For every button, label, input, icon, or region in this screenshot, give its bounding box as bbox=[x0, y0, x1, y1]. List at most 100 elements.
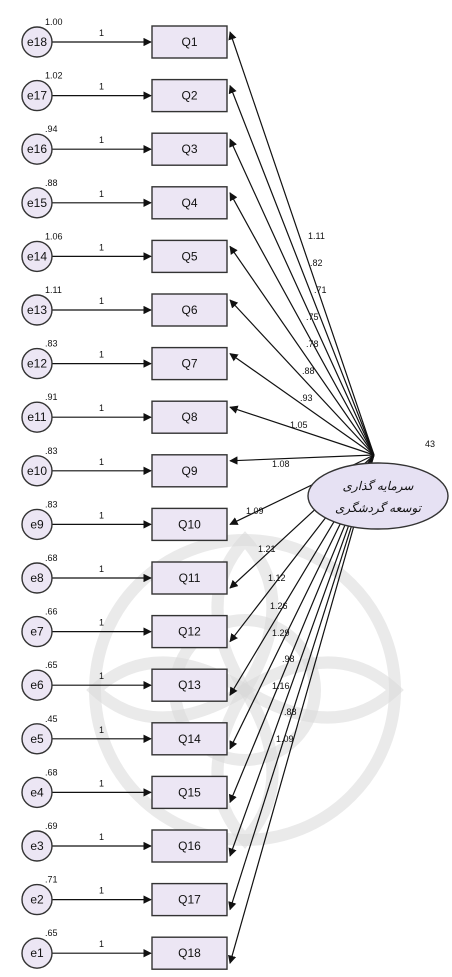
error-node-label: e15 bbox=[27, 196, 47, 210]
loading-label: 1.16 bbox=[272, 681, 290, 691]
loading-label: .98 bbox=[282, 654, 295, 664]
error-variance-label: .83 bbox=[45, 446, 58, 456]
item-label: Q4 bbox=[181, 196, 197, 210]
error-path-weight: 1 bbox=[99, 28, 104, 38]
error-variance-label: .68 bbox=[45, 553, 58, 563]
error-path-weight: 1 bbox=[99, 939, 104, 949]
latent-variance: 43 bbox=[425, 439, 435, 449]
error-node-label: e10 bbox=[27, 464, 47, 478]
item-label: Q12 bbox=[178, 625, 201, 639]
item-label: Q11 bbox=[179, 571, 201, 585]
error-variance-label: .45 bbox=[45, 714, 58, 724]
error-path-weight: 1 bbox=[99, 564, 104, 574]
latent-ellipse[interactable] bbox=[308, 463, 448, 529]
loading-path bbox=[230, 455, 374, 461]
error-node-label: e14 bbox=[27, 249, 47, 263]
error-path-weight: 1 bbox=[99, 82, 104, 92]
error-path-weight: 1 bbox=[99, 242, 104, 252]
loading-label: 1.09 bbox=[246, 506, 264, 516]
loading-label: .88 bbox=[302, 366, 315, 376]
error-path-weight: 1 bbox=[99, 135, 104, 145]
error-node-label: e5 bbox=[30, 732, 44, 746]
item-label: Q7 bbox=[181, 357, 197, 371]
loading-label: .93 bbox=[300, 393, 313, 403]
watermark-ornament bbox=[95, 540, 395, 840]
error-node-label: e16 bbox=[27, 142, 47, 156]
error-path-weight: 1 bbox=[99, 403, 104, 413]
error-path-weight: 1 bbox=[99, 457, 104, 467]
item-label: Q16 bbox=[178, 839, 201, 853]
item-label: Q5 bbox=[181, 249, 197, 263]
item-label: Q13 bbox=[178, 678, 201, 692]
error-node-label: e1 bbox=[30, 946, 44, 960]
loading-label: 1.26 bbox=[270, 601, 288, 611]
error-path-weight: 1 bbox=[99, 189, 104, 199]
loading-label: .75 bbox=[306, 312, 319, 322]
error-node-label: e2 bbox=[30, 893, 44, 907]
error-variance-label: .71 bbox=[45, 875, 58, 885]
error-node-label: e7 bbox=[30, 625, 44, 639]
loading-label: 1.11 bbox=[308, 231, 325, 241]
error-variance-label: .83 bbox=[45, 499, 58, 509]
error-path-weight: 1 bbox=[99, 350, 104, 360]
error-path-weight: 1 bbox=[99, 725, 104, 735]
error-node-label: e17 bbox=[27, 89, 47, 103]
error-node-label: e6 bbox=[30, 678, 44, 692]
loading-label: 1.21 bbox=[258, 544, 276, 554]
loading-label: 1.12 bbox=[268, 573, 286, 583]
latent-factor[interactable]: سرمایه گذاری توسعه گردشگری 43 bbox=[308, 439, 448, 529]
error-node-label: e13 bbox=[27, 303, 47, 317]
loading-label: .88 bbox=[284, 707, 297, 717]
error-variance-label: .65 bbox=[45, 660, 58, 670]
loading-label: .78 bbox=[306, 339, 319, 349]
error-path-weight: 1 bbox=[99, 296, 104, 306]
error-variance-label: 1.02 bbox=[45, 71, 63, 81]
error-path-weight: 1 bbox=[99, 671, 104, 681]
error-variance-label: .69 bbox=[45, 821, 58, 831]
error-path-weight: 1 bbox=[99, 510, 104, 520]
loading-label: .71 bbox=[314, 285, 327, 295]
error-node-label: e12 bbox=[27, 357, 47, 371]
item-label: Q3 bbox=[181, 142, 197, 156]
error-node-label: e9 bbox=[30, 517, 44, 531]
item-label: Q14 bbox=[178, 732, 201, 746]
error-node-label: e18 bbox=[27, 35, 47, 49]
error-variance-label: .94 bbox=[45, 124, 58, 134]
item-label: Q8 bbox=[181, 410, 197, 424]
error-variance-label: .88 bbox=[45, 178, 58, 188]
error-variance-label: .65 bbox=[45, 928, 58, 938]
error-node-label: e8 bbox=[30, 571, 44, 585]
latent-label-line1: سرمایه گذاری bbox=[343, 479, 415, 493]
error-path-weight: 1 bbox=[99, 618, 104, 628]
loading-label: 1.08 bbox=[272, 459, 290, 469]
error-node-label: e11 bbox=[27, 410, 46, 424]
item-label: Q9 bbox=[181, 464, 197, 478]
error-path-weight: 1 bbox=[99, 832, 104, 842]
item-label: Q18 bbox=[178, 946, 201, 960]
error-path-weight: 1 bbox=[99, 886, 104, 896]
error-variance-label: 1.06 bbox=[45, 231, 63, 241]
error-node-label: e3 bbox=[30, 839, 44, 853]
error-variance-label: .68 bbox=[45, 767, 58, 777]
error-variance-label: 1.11 bbox=[45, 285, 62, 295]
error-node-label: e4 bbox=[30, 785, 44, 799]
loading-label: .82 bbox=[310, 258, 323, 268]
error-path-weight: 1 bbox=[99, 778, 104, 788]
latent-label-line2: توسعه گردشگری bbox=[335, 501, 423, 515]
item-label: Q6 bbox=[181, 303, 197, 317]
error-variance-label: .66 bbox=[45, 607, 58, 617]
error-variance-label: .91 bbox=[45, 392, 58, 402]
error-variance-label: 1.00 bbox=[45, 17, 63, 27]
item-label: Q1 bbox=[181, 35, 197, 49]
loading-path bbox=[230, 32, 374, 455]
loading-path bbox=[230, 139, 374, 455]
loading-label: 1.29 bbox=[272, 628, 290, 638]
loading-label: 1.05 bbox=[290, 420, 308, 430]
item-label: Q2 bbox=[181, 89, 197, 103]
item-label: Q17 bbox=[178, 893, 201, 907]
error-variance-label: .83 bbox=[45, 339, 58, 349]
item-label: Q10 bbox=[178, 517, 201, 531]
loading-label: 1.09 bbox=[276, 734, 294, 744]
item-label: Q15 bbox=[178, 785, 201, 799]
